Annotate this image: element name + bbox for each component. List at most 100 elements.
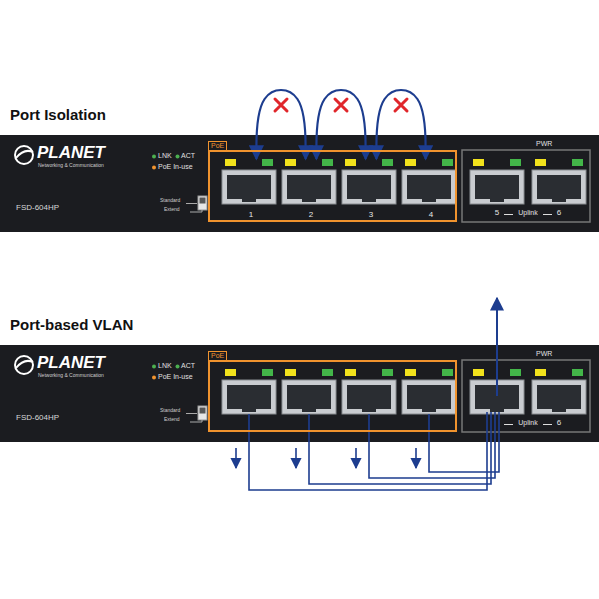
led-yellow [225,159,236,166]
led-yellow [405,159,416,166]
led-dot [176,365,180,369]
logo-swoosh [16,361,33,368]
led-legend: ACT [181,152,195,160]
switch-leader [186,204,202,213]
downlink-arrow [415,448,417,468]
led-dot [176,155,180,159]
brand-logo: PLANET [37,143,105,163]
led-green [382,159,393,166]
led-dot [152,376,156,380]
mode-switch-knob [200,408,206,414]
rj45-port [342,380,396,414]
rj45-port [222,170,276,204]
power-label: PWR [536,140,552,148]
uplink-arrow [496,298,498,396]
uplink-frame [462,360,590,432]
poe-tab: PoE [208,141,227,151]
led-legend: PoE In-use [158,373,193,381]
led-yellow [285,159,296,166]
rj45-port [532,380,586,414]
poe-tab: PoE [208,351,227,361]
model-number: FSD-604HP [16,203,59,212]
led-yellow [225,369,236,376]
led-yellow [535,159,546,166]
vlan-line [309,412,491,484]
rj45-opening [347,385,391,412]
rj45-opening [475,175,519,202]
uplink-label: Uplink [518,419,537,427]
power-label: PWR [536,350,552,358]
led-green [322,159,333,166]
ethernet-port: 4 [404,158,458,220]
brand-tagline: Networking & Communication [38,373,104,379]
mode-switch [198,406,207,420]
rj45-port [342,170,396,204]
brand-logo: PLANET [37,353,105,373]
led-green [510,369,521,376]
vlan-line [369,412,495,478]
ethernet-port: 6 [532,156,586,218]
port-number: 6 [557,418,561,427]
vlan-line [429,412,499,472]
uplink-label: Uplink [518,209,537,217]
rj45-opening [227,385,271,412]
led-green [572,159,583,166]
led-yellow [405,369,416,376]
mode-label: Extend [164,207,180,213]
mode-switch-knob [200,198,206,204]
model-number: FSD-604HP [16,413,59,422]
port-number: 3 [344,210,398,220]
led-yellow [473,369,484,376]
section-title: Port Isolation [10,106,106,123]
ethernet-port: 1 [224,158,278,220]
led-yellow [535,369,546,376]
rj45-port [470,170,524,204]
isolation-arrow [316,90,365,159]
led-yellow [285,369,296,376]
downlink-arrow [355,448,357,468]
led-green [262,159,273,166]
led-green [572,369,583,376]
logo-swoosh [16,151,33,158]
led-dot [152,365,156,369]
logo-mark [15,146,33,164]
led-legend: LNK [158,152,172,160]
switch-panel [0,135,599,232]
rj45-port [402,170,456,204]
port-number: 2 [284,210,338,220]
panel-body [0,135,599,232]
mode-label: Standard [160,198,180,204]
led-green [442,369,453,376]
ethernet-port: 2 [284,158,338,220]
led-yellow [473,159,484,166]
poe-port-group: PoE1234 [208,150,457,222]
section-title: Port-based VLAN [10,316,133,333]
led-green [262,369,273,376]
port-number: 4 [404,210,458,220]
rj45-opening [227,175,271,202]
isolation-arrow [256,90,305,159]
blocked-cross [395,99,407,111]
rj45-port [282,380,336,414]
led-dot [152,166,156,170]
led-green [442,159,453,166]
rj45-port [282,170,336,204]
rj45-opening [407,175,451,202]
rj45-port [402,380,456,414]
rj45-opening [537,385,581,412]
rj45-opening [287,175,331,202]
blocked-marks [275,99,407,111]
led-green [382,369,393,376]
port-number: 1 [224,210,278,220]
rj45-port [532,170,586,204]
led-green [322,369,333,376]
poe-port-group: PoE [208,360,457,432]
ethernet-port: 3 [344,158,398,220]
downlink-arrow [295,448,297,468]
rj45-opening [407,385,451,412]
led-legend: ACT [181,362,195,370]
downlink-arrow [235,448,237,468]
led-dot [152,155,156,159]
led-green [510,159,521,166]
